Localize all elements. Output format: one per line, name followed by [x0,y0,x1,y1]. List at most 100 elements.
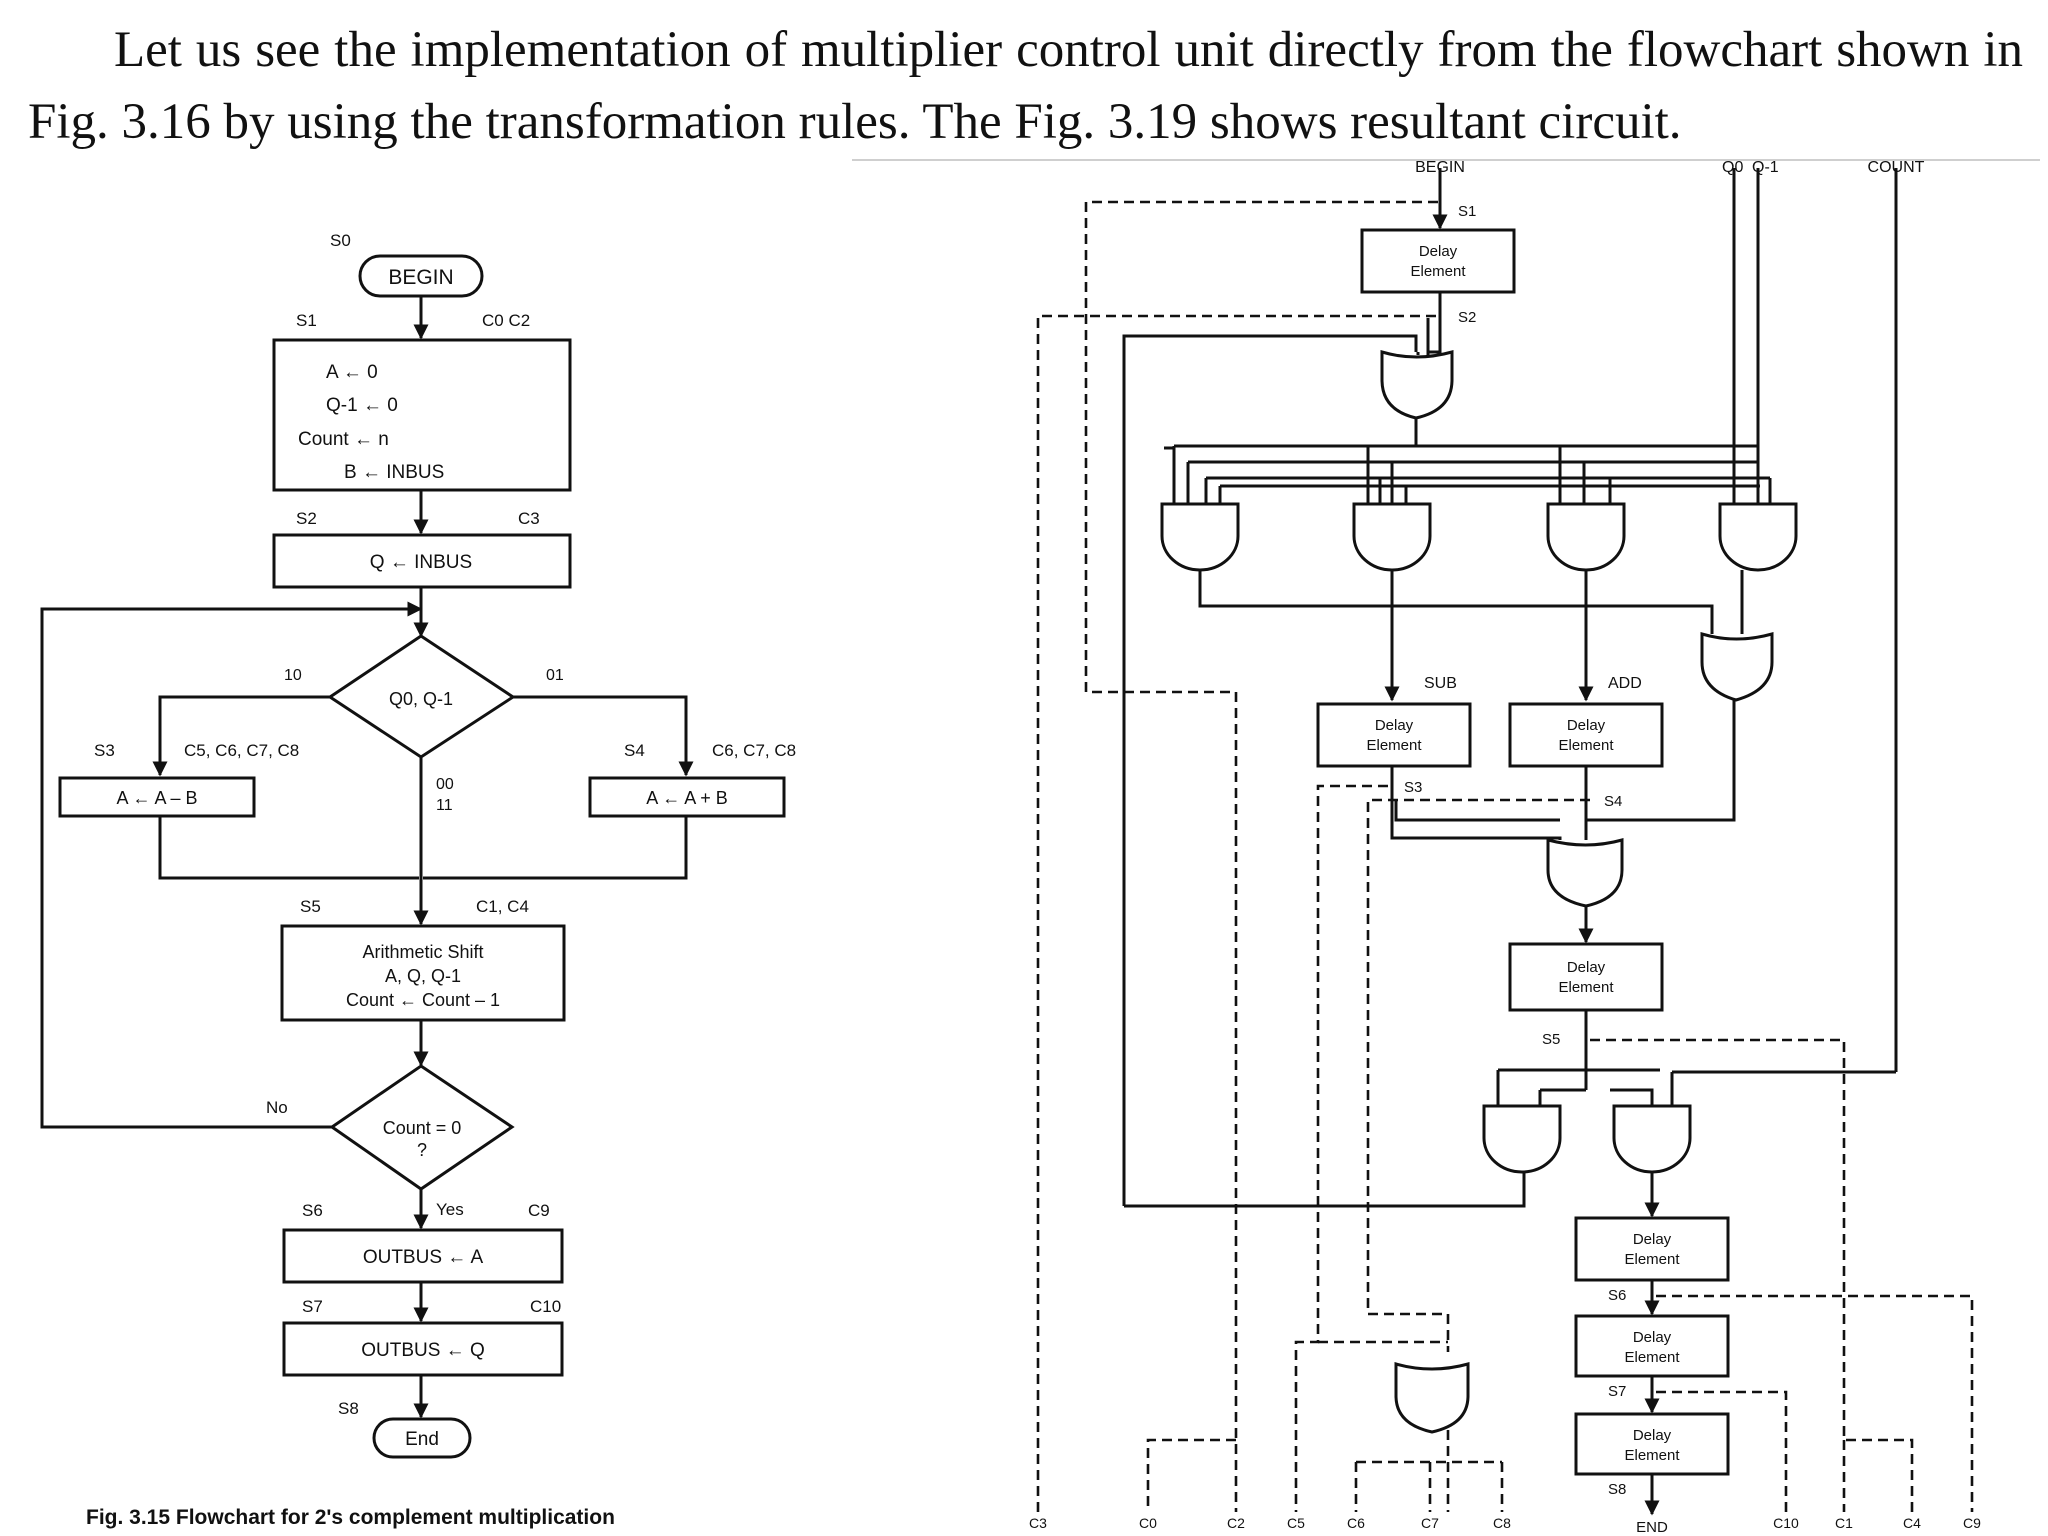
flowchart-labels: S0 BEGIN S1 C0 C2 A ← 0 Q-1 ← 0 Count ← … [86,231,796,1529]
shift-line-2: A, Q, Q-1 [385,966,461,986]
delay-sub-line-2: Element [1366,737,1422,754]
state-s4: S4 [624,741,645,760]
delay-elements [1316,228,1730,1476]
output-c9: C9 [1963,1515,1981,1531]
delay-1-line-1: Delay [1419,243,1458,260]
delay-element-5 [1508,942,1664,1012]
delay-8-line-2: Element [1624,1447,1680,1464]
delay-5-line-1: Delay [1567,959,1606,976]
delay-element-sub [1316,702,1472,768]
flowchart-caption: Fig. 3.15 Flowchart for 2's complement m… [86,1506,615,1529]
shift-line-3: Count ← Count – 1 [346,990,500,1010]
delay-add-line-1: Delay [1567,717,1606,734]
circuit-s4: S4 [1604,793,1622,810]
shift-box [280,924,566,1022]
state-s2: S2 [296,509,317,528]
shift-line-1: Arithmetic Shift [362,942,483,962]
or-gate-3 [1546,838,1624,908]
output-c8: C8 [1493,1515,1511,1531]
delay-6-line-1: Delay [1633,1231,1672,1248]
out2-label: OUTBUS ← Q [361,1340,485,1361]
circuit-s3: S3 [1404,779,1422,796]
box1-line-2: Q-1 ← 0 [326,395,398,416]
delay-7-line-2: Element [1624,1349,1680,1366]
q-1-input-label: Q-1 [1752,159,1779,176]
state-s0: S0 [330,231,351,250]
sub-box [58,776,256,818]
output-c1: C1 [1835,1515,1853,1531]
output-c4: C4 [1903,1515,1921,1531]
circuit-s5: S5 [1542,1031,1560,1048]
q0-input-label: Q0 [1722,159,1743,176]
circuit-end-label: END [1636,1519,1668,1536]
yes-label: Yes [436,1200,464,1219]
circuit-s6: S6 [1608,1287,1626,1304]
add-controls: C6, C7, C8 [712,741,796,760]
sub-signal-label: SUB [1424,675,1457,692]
box2-controls: C3 [518,509,540,528]
and-gate-sub-2 [1352,502,1432,572]
decision1-label: Q0, Q-1 [389,689,453,709]
outbus-a-box [282,1228,564,1284]
delay-element-8 [1574,1412,1730,1476]
end-label: End [405,1429,439,1450]
output-c2: C2 [1227,1515,1245,1531]
output-c10: C10 [1773,1515,1799,1531]
delay-7-line-1: Delay [1633,1329,1672,1346]
out1-label: OUTBUS ← A [363,1247,484,1268]
sub-controls: C5, C6, C7, C8 [184,741,299,760]
state-s3: S3 [94,741,115,760]
delay-5-line-2: Element [1558,979,1614,996]
delay-8-line-1: Delay [1633,1427,1672,1444]
delay-1-line-2: Element [1410,263,1466,280]
sub-box-label: A ← A – B [116,788,197,808]
delay-6-line-2: Element [1624,1251,1680,1268]
output-c5: C5 [1287,1515,1305,1531]
circuit-s8: S8 [1608,1481,1626,1498]
output-c3: C3 [1029,1515,1047,1531]
begin-input-label: BEGIN [1415,159,1465,176]
flowchart [40,254,786,1459]
outbus-q-box [282,1321,564,1377]
box1-line-4: B ← INBUS [344,462,444,483]
delay-element-add [1508,702,1664,768]
and-gate-done [1612,1104,1692,1174]
count-input-label: COUNT [1868,159,1925,176]
circuit-dashed-wires [1036,200,1974,1512]
out1-controls: C9 [528,1201,550,1220]
delay-add-line-2: Element [1558,737,1614,754]
circuit-gates [1160,349,1798,1434]
branch-right-label: 01 [546,667,564,684]
branch-mid-00: 00 [436,776,454,793]
state-s8: S8 [338,1399,359,1418]
circuit-s7: S7 [1608,1383,1626,1400]
out2-controls: C10 [530,1297,561,1316]
branch-mid-11: 11 [436,797,453,814]
end-terminal [372,1417,472,1459]
begin-label: BEGIN [388,266,453,289]
circuit-labels: BEGIN Q0 Q-1 COUNT Delay Element Delay E… [1029,159,1981,1536]
delay-element-7 [1574,1314,1730,1378]
output-c6: C6 [1347,1515,1365,1531]
circuit-s2: S2 [1458,309,1476,326]
box1-line-1: A ← 0 [326,362,378,383]
delay-element-1 [1360,228,1516,294]
output-c0: C0 [1139,1515,1157,1531]
state-s7: S7 [302,1297,323,1316]
state-s6: S6 [302,1201,323,1220]
box1-controls: C0 C2 [482,311,530,330]
or-gate-1 [1380,349,1454,420]
or-gate-2 [1700,631,1774,702]
intro-paragraph: Let us see the implementation of multipl… [28,22,2023,150]
box2-label: Q ← INBUS [370,552,472,573]
no-label: No [266,1098,288,1117]
delay-element-6 [1574,1216,1730,1282]
add-signal-label: ADD [1608,675,1642,692]
or-gate-4 [1394,1362,1470,1434]
shift-controls: C1, C4 [476,897,529,916]
add-box-label: A ← A + B [646,788,728,808]
state-s5: S5 [300,897,321,916]
decision2-line-1: Count = 0 [383,1118,462,1138]
output-c7: C7 [1421,1515,1439,1531]
